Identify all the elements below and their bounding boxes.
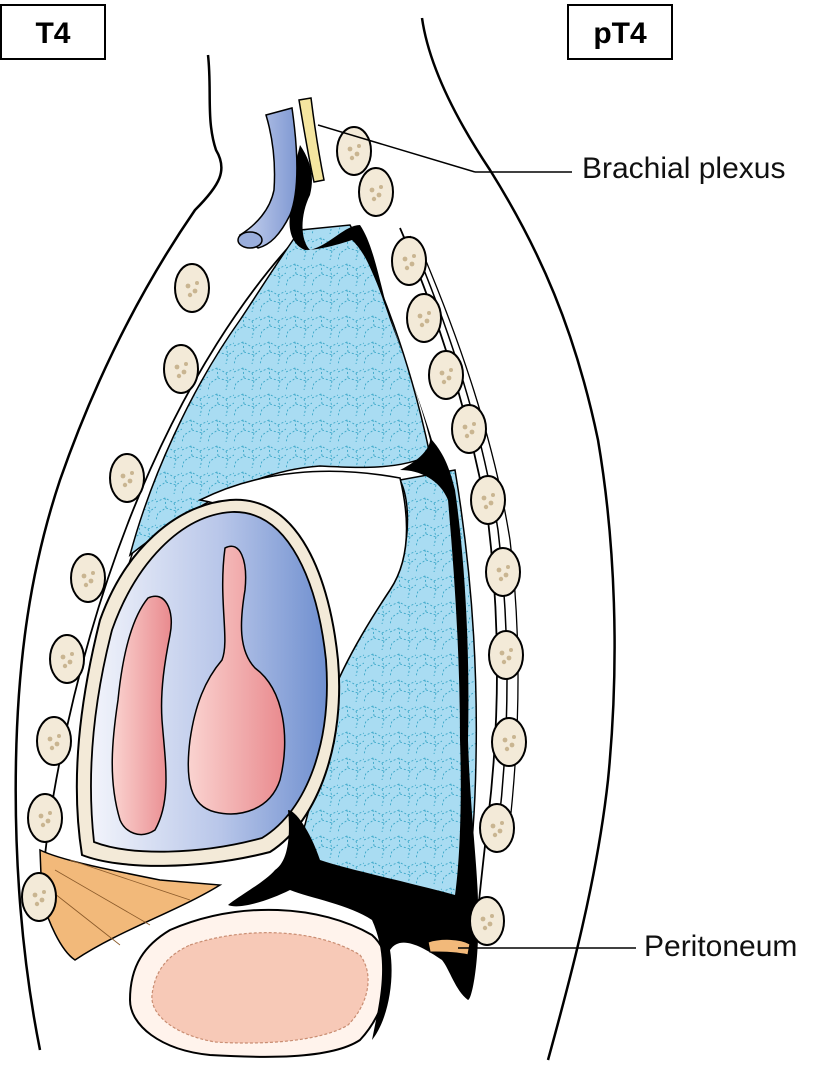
callout-brachial-plexus: Brachial plexus: [582, 152, 786, 185]
bowel-lumen: [151, 932, 369, 1044]
peritoneum-marker: [427, 938, 471, 956]
diaphragm-fat-left: [39, 848, 223, 961]
heart-chamber-left: [111, 595, 172, 836]
brachial-plexus-nerve: [298, 97, 325, 183]
body-outline-left: [14, 54, 223, 1051]
callout-peritoneum: Peritoneum: [644, 930, 798, 963]
leader-brachial-plexus: [317, 124, 476, 173]
stage-label-pt4: pT4: [567, 4, 673, 60]
stage-label-t4: T4: [0, 4, 106, 60]
heart-chamber-right: [187, 545, 286, 815]
body-outline-right: [420, 17, 616, 1061]
subclavian-vessel: [238, 107, 298, 249]
tumor: [228, 145, 479, 1040]
